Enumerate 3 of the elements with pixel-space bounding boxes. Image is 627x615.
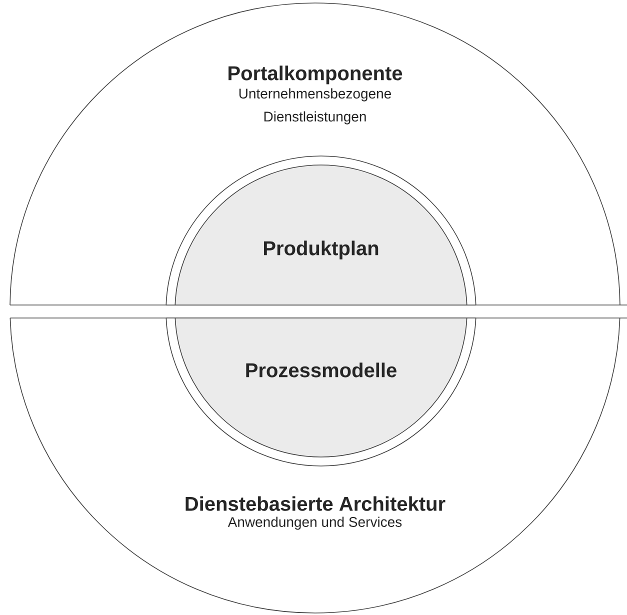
half-disc: Prozessmodelle: [166, 318, 476, 466]
node-label: Produktplan: [264, 240, 378, 260]
node-label: Prozessmodelle: [246, 362, 396, 378]
